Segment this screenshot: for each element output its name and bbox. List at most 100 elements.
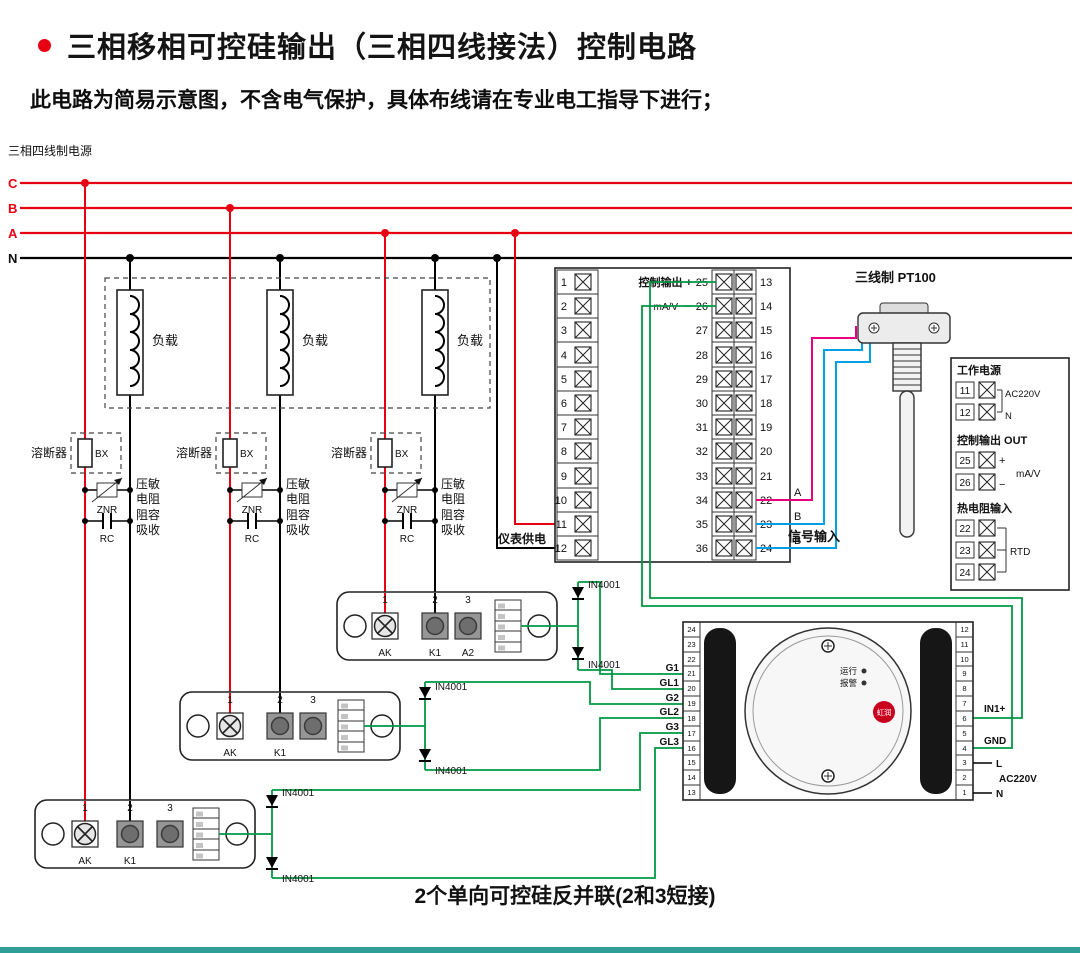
page-subtitle: 此电路为简易示意图，不含电气保护，具体布线请在专业电工指导下进行；: [30, 89, 723, 112]
trigger-pin-number: 8: [962, 684, 966, 693]
terminal-number: 3: [561, 325, 567, 337]
page-title: 三相移相可控硅输出（三相四线接法）控制电路: [67, 32, 698, 64]
fuses: BX 溶断器 BX 溶断器 BX 溶断器: [31, 432, 422, 474]
module-pin-number: 2: [432, 595, 438, 606]
fuse-label: 溶断器: [331, 445, 367, 460]
gate-wiring-2: IN4001 IN4001: [364, 681, 683, 777]
trigger-pin-number: 10: [960, 655, 968, 664]
varistors: ZNR 压敏 电阻 ZNR 压敏 电阻 ZNR 压敏 电阻: [82, 476, 465, 516]
trigger-board: 24 23 22 21 20 19 18 17 16 15 14 13 12 1…: [682, 621, 974, 801]
varistor-label: 电阻: [136, 492, 160, 506]
terminal-number: 18: [760, 398, 772, 410]
terminal-number: 20: [760, 446, 772, 458]
module-pin-number: 1: [382, 595, 388, 606]
instrument-supply-label: 仪表供电: [497, 531, 546, 546]
module-pin-name: AK: [223, 748, 237, 759]
power-source-label: 三相四线制电源: [8, 144, 92, 158]
trigger-pin-number: 7: [962, 699, 966, 708]
gate-label-g3: G3: [666, 722, 680, 733]
phase-label-b: B: [8, 201, 17, 216]
terminal-number: 16: [760, 350, 772, 362]
module-pin-number: 3: [167, 803, 173, 814]
trigger-pin-number: 4: [962, 744, 966, 753]
trigger-pin-number: 6: [962, 714, 966, 723]
trigger-pin-number: 15: [687, 758, 695, 767]
fuse-label: 溶断器: [31, 445, 67, 460]
power-bus: 三相四线制电源 C B A N: [8, 144, 1072, 266]
terminal-number: 25: [696, 277, 708, 289]
terminal-number: 21: [760, 471, 772, 483]
varistor-label: 压敏: [286, 476, 310, 491]
panel-n-label: N: [1005, 411, 1012, 422]
scr-module-2: 1 2 3 AK K1: [179, 691, 401, 761]
trigger-pin-number: 24: [687, 625, 695, 634]
sensor-label: 三线制 PT100: [855, 270, 936, 285]
module-pin-name: A2: [462, 648, 475, 659]
varistor-label: 压敏: [441, 476, 465, 491]
diode-label: IN4001: [588, 580, 621, 591]
panel-rtd-title: 热电阻输入: [957, 501, 1012, 515]
trigger-pin-number: 13: [687, 788, 695, 797]
phase-label-a: A: [8, 226, 18, 241]
panel-terminal-number: 22: [959, 524, 971, 535]
panel-terminal-number: 24: [959, 568, 971, 579]
diode-label: IN4001: [282, 788, 315, 799]
panel-unit-label: mA/V: [1016, 469, 1041, 480]
fuse-type-label: BX: [95, 449, 109, 460]
snubber-label: 吸收: [136, 523, 160, 537]
diode-label: IN4001: [435, 682, 468, 693]
diode-label: IN4001: [282, 874, 315, 885]
trigger-pin-number: 5: [962, 729, 966, 738]
terminal-number: 27: [696, 325, 708, 337]
phase-label-c: C: [8, 176, 18, 191]
rtd-wire-label-b1: B: [794, 511, 801, 523]
gate-wiring-1: IN4001 IN4001: [521, 580, 683, 690]
load-label: 负载: [302, 333, 328, 348]
fuse-type-label: BX: [240, 449, 254, 460]
terminal-number: 31: [696, 422, 708, 434]
brand-logo: 虹润: [877, 707, 892, 717]
panel-out-title: 控制输出 OUT: [957, 433, 1028, 447]
scr-module-3: 1 2 3 AK K1: [34, 799, 256, 869]
snubber-type-label: RC: [400, 534, 414, 545]
rtd-wires: [756, 326, 871, 549]
terminal-number: 11: [556, 519, 567, 531]
module-pin-number: 1: [227, 695, 233, 706]
varistor-type-label: ZNR: [397, 505, 418, 516]
terminal-number: 26: [696, 301, 708, 313]
terminal-number: 12: [555, 543, 567, 555]
terminal-number: 14: [760, 301, 772, 313]
terminal-number: 8: [561, 446, 567, 458]
module-pin-number: 2: [127, 803, 133, 814]
footer-bar: [0, 947, 1080, 953]
terminal-number: 30: [696, 398, 708, 410]
bottom-caption: 2个单向可控硅反并联(2和3短接): [414, 884, 715, 908]
terminal-number: 36: [696, 543, 708, 555]
snubber-label: 吸收: [441, 523, 465, 537]
load-label: 负载: [457, 333, 483, 348]
trigger-pin-number: 16: [687, 744, 695, 753]
module-pin-number: 3: [310, 695, 316, 706]
module-pin-name: AK: [378, 648, 392, 659]
panel-terminal-number: 25: [959, 456, 971, 467]
panel-ac-label: AC220V: [1005, 389, 1041, 400]
terminal-number: 34: [696, 495, 708, 507]
terminal-number: 6: [561, 398, 567, 410]
panel-terminal-number: 26: [959, 478, 971, 489]
rtd-wire-label-a: A: [794, 487, 802, 499]
signal-input-label: 信号输入: [788, 529, 840, 544]
trigger-pin-number: 1: [962, 788, 966, 797]
diode-label: IN4001: [435, 766, 468, 777]
snubber-type-label: RC: [100, 534, 114, 545]
panel-plus-label: +: [999, 455, 1005, 467]
in1-label: IN1+: [984, 704, 1006, 715]
terminal-number: 28: [696, 350, 708, 362]
trigger-pin-number: 22: [687, 655, 695, 664]
terminal-number: 15: [760, 325, 772, 337]
varistor-label: 电阻: [286, 492, 310, 506]
panel-power-title: 工作电源: [957, 363, 1001, 377]
module-pin-name: K1: [429, 648, 442, 659]
varistor-type-label: ZNR: [242, 505, 263, 516]
control-output-unit: mA/V: [654, 302, 679, 313]
trigger-pin-number: 18: [687, 714, 695, 723]
